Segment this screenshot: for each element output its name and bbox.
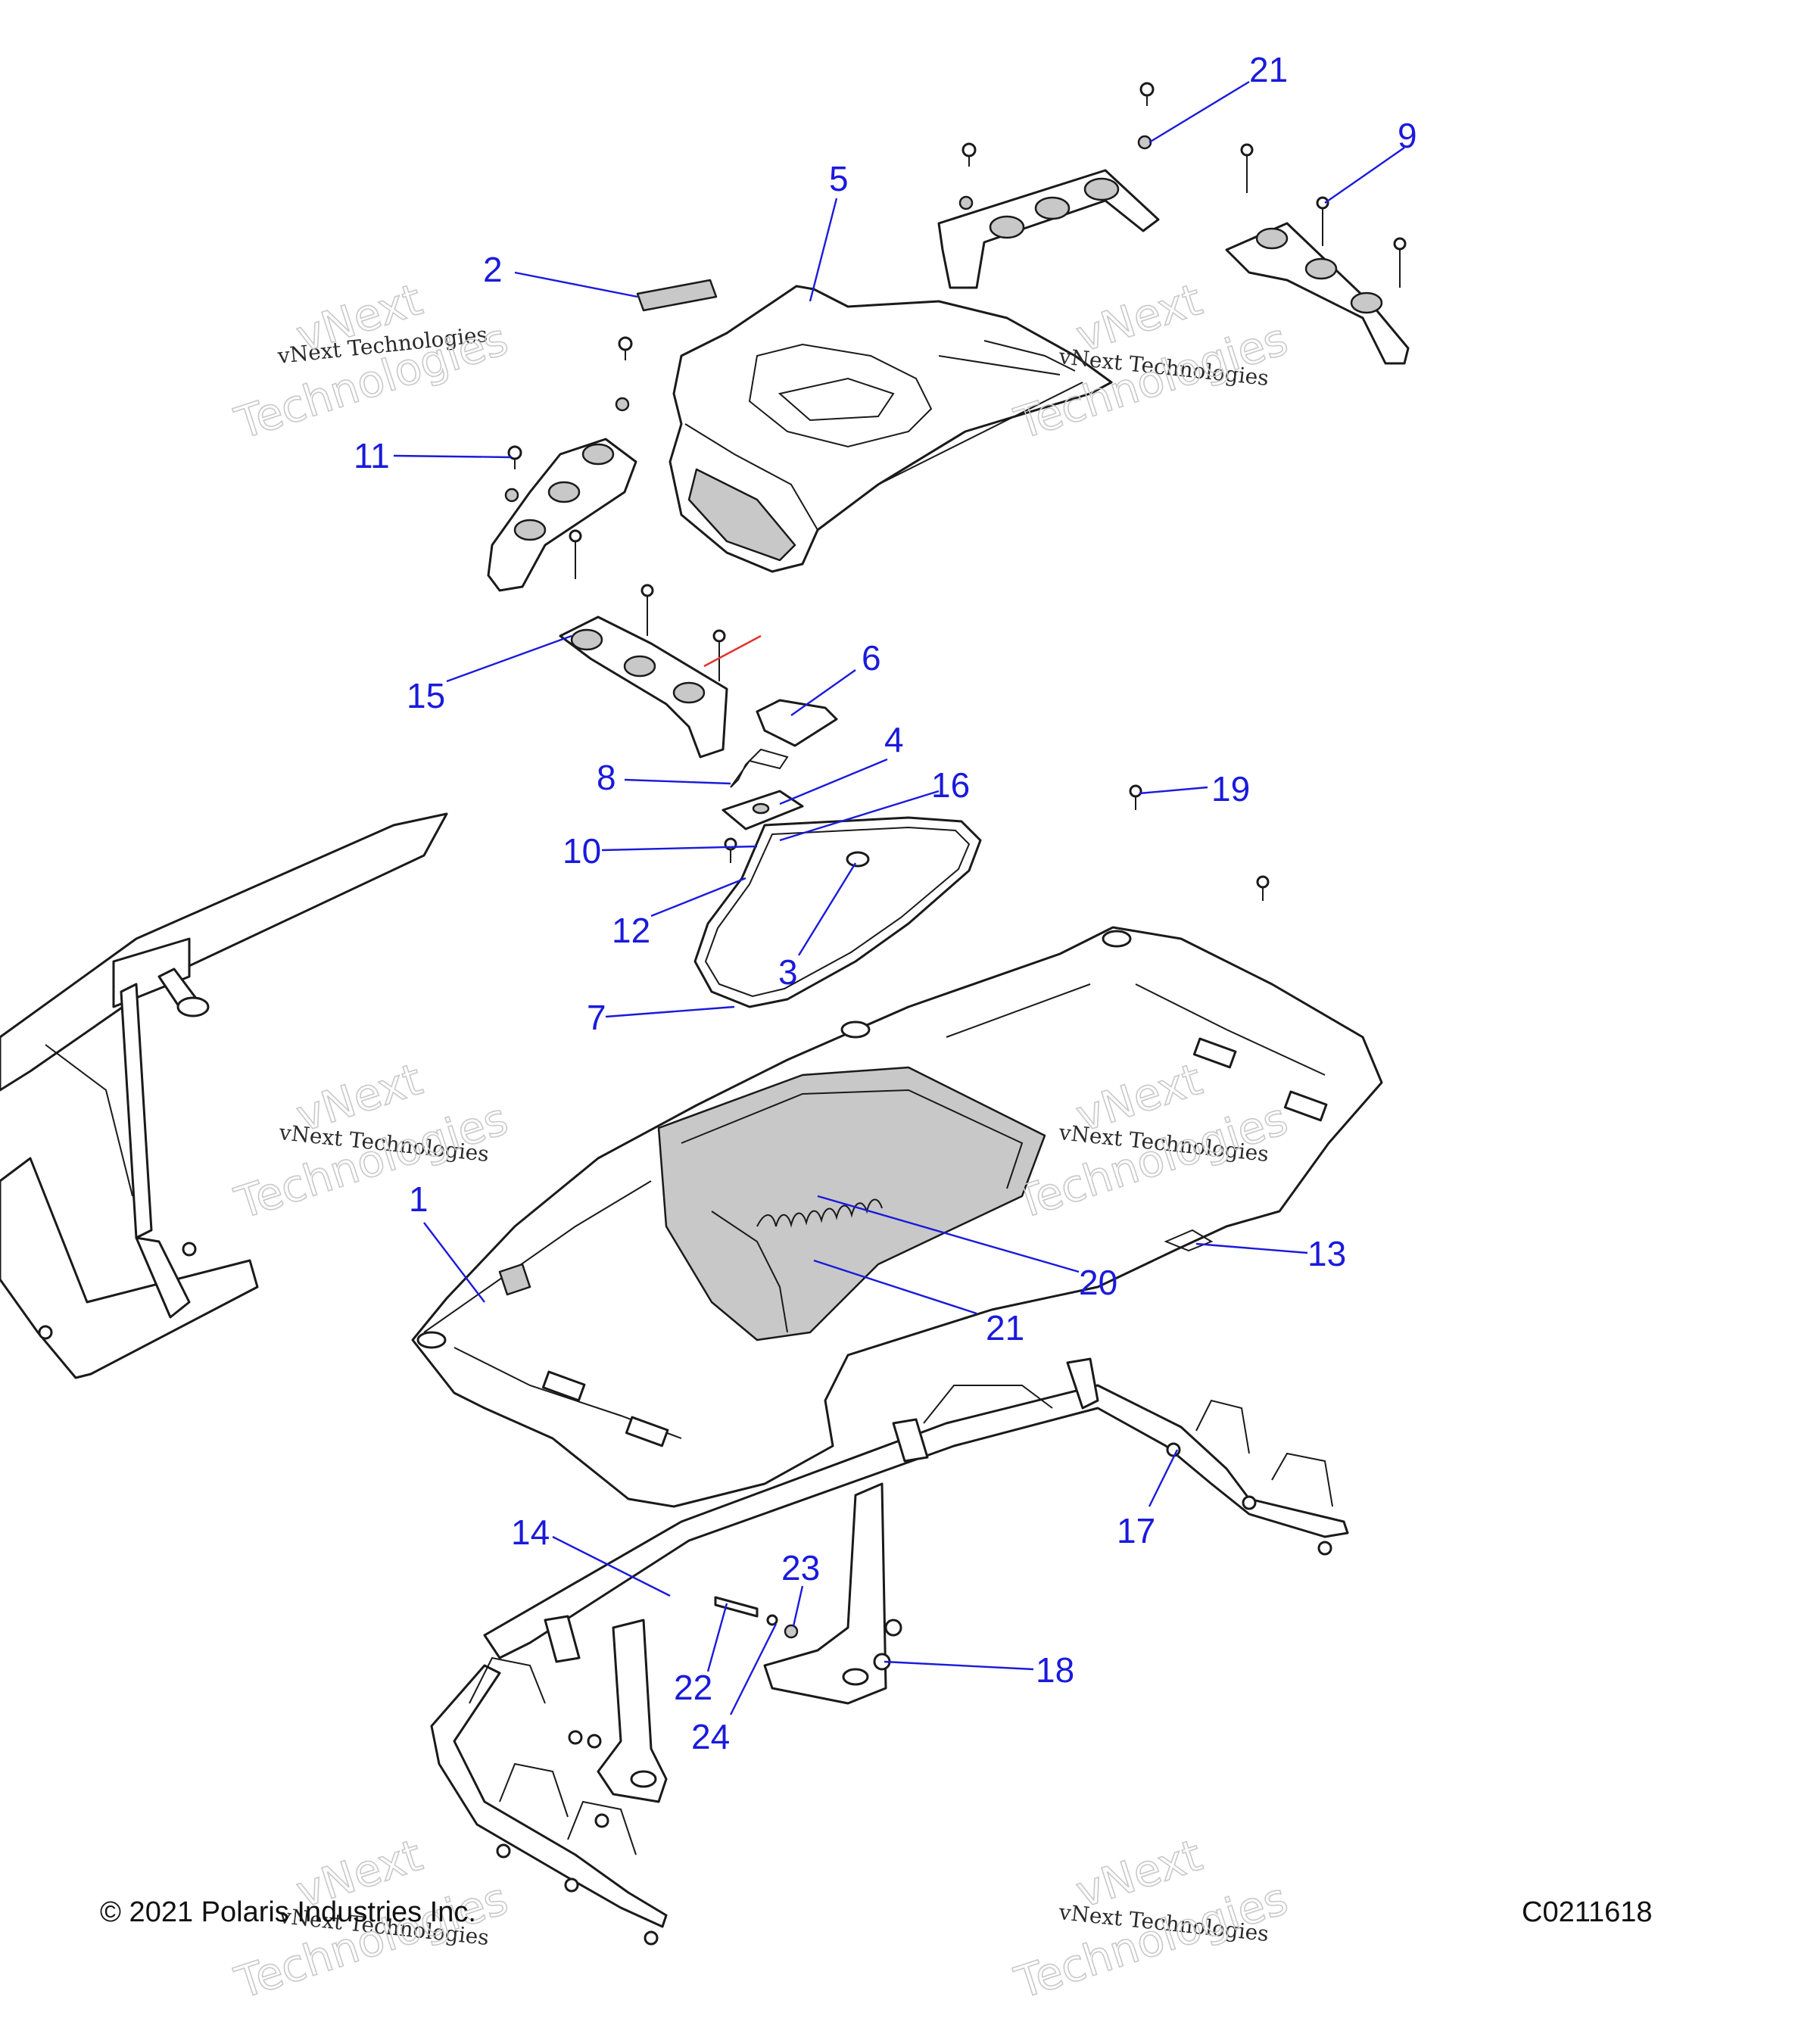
leader-3 [797, 862, 857, 956]
callout-21-bottom: 21 [986, 1308, 1024, 1348]
leader-15 [446, 634, 572, 683]
leader-1 [423, 1222, 485, 1303]
leader-21-top [1148, 80, 1250, 144]
leader-12 [650, 877, 746, 918]
part-bracket-9 [1225, 222, 1410, 365]
part-rack-top [669, 285, 1113, 573]
leader-19 [1139, 786, 1208, 795]
leader-20 [817, 1195, 1080, 1273]
callout-7: 7 [587, 998, 606, 1037]
leader-21-bottom [813, 1259, 977, 1315]
callout-19: 19 [1211, 769, 1250, 809]
part-storage-body [411, 926, 1383, 1508]
callout-14: 14 [511, 1513, 550, 1552]
callout-23: 23 [781, 1548, 820, 1588]
callout-12: 12 [612, 911, 650, 950]
leader-14 [552, 1535, 671, 1597]
leader-17 [1148, 1449, 1179, 1507]
callout-10: 10 [563, 831, 601, 871]
leader-8 [624, 778, 731, 785]
callout-15: 15 [407, 676, 445, 715]
part-latch [756, 699, 838, 747]
leader-2 [514, 271, 638, 298]
leader-9 [1324, 147, 1405, 204]
part-seal [693, 816, 982, 1008]
leader-13 [1195, 1242, 1308, 1254]
callout-8: 8 [597, 758, 616, 797]
callout-leaders [393, 80, 1405, 1715]
callout-1: 1 [409, 1179, 429, 1219]
part-spring-clip [730, 748, 789, 788]
leader-10 [601, 845, 758, 852]
accent-line [703, 634, 762, 668]
leader-6 [790, 669, 856, 716]
callout-5: 5 [829, 159, 849, 198]
leader-16 [779, 790, 940, 842]
callout-22: 22 [674, 1668, 712, 1707]
part-bracket-15 [559, 615, 728, 759]
parts-line-art [0, 82, 1410, 1946]
part-decal [636, 279, 718, 312]
leader-24 [729, 1623, 778, 1715]
leader-22 [706, 1603, 728, 1672]
callout-24: 24 [691, 1717, 730, 1756]
callout-18: 18 [1036, 1650, 1074, 1690]
callout-16: 16 [931, 765, 970, 805]
callout-4: 4 [884, 720, 904, 759]
part-clip [1164, 1229, 1214, 1252]
diagram-code: C0211618 [1522, 1896, 1653, 1928]
callout-3: 3 [778, 952, 798, 992]
leader-11 [393, 454, 512, 459]
part-bracket-upper-right [937, 169, 1160, 289]
callout-21-top: 21 [1249, 50, 1288, 89]
part-left-frame [0, 812, 448, 1379]
callout-20: 20 [1079, 1263, 1117, 1302]
callout-9: 9 [1398, 116, 1417, 155]
leader-5 [809, 198, 838, 302]
callout-numbers: 21 9 5 2 11 15 6 4 8 16 19 10 12 3 7 1 2… [354, 50, 1417, 1756]
copyright-text: © 2021 Polaris Industries Inc. [100, 1896, 476, 1928]
part-spring [756, 1198, 883, 1228]
callout-13: 13 [1307, 1234, 1346, 1273]
callout-17: 17 [1117, 1511, 1155, 1550]
leader-4 [779, 758, 888, 805]
part-bumper-frame [430, 1357, 1349, 1946]
callout-2: 2 [483, 250, 503, 289]
part-bracket-left-upper [487, 438, 637, 592]
leader-23 [792, 1585, 804, 1627]
leader-7 [605, 1005, 735, 1018]
callout-11: 11 [354, 436, 390, 475]
callout-6: 6 [862, 638, 881, 678]
leader-18 [884, 1660, 1034, 1671]
